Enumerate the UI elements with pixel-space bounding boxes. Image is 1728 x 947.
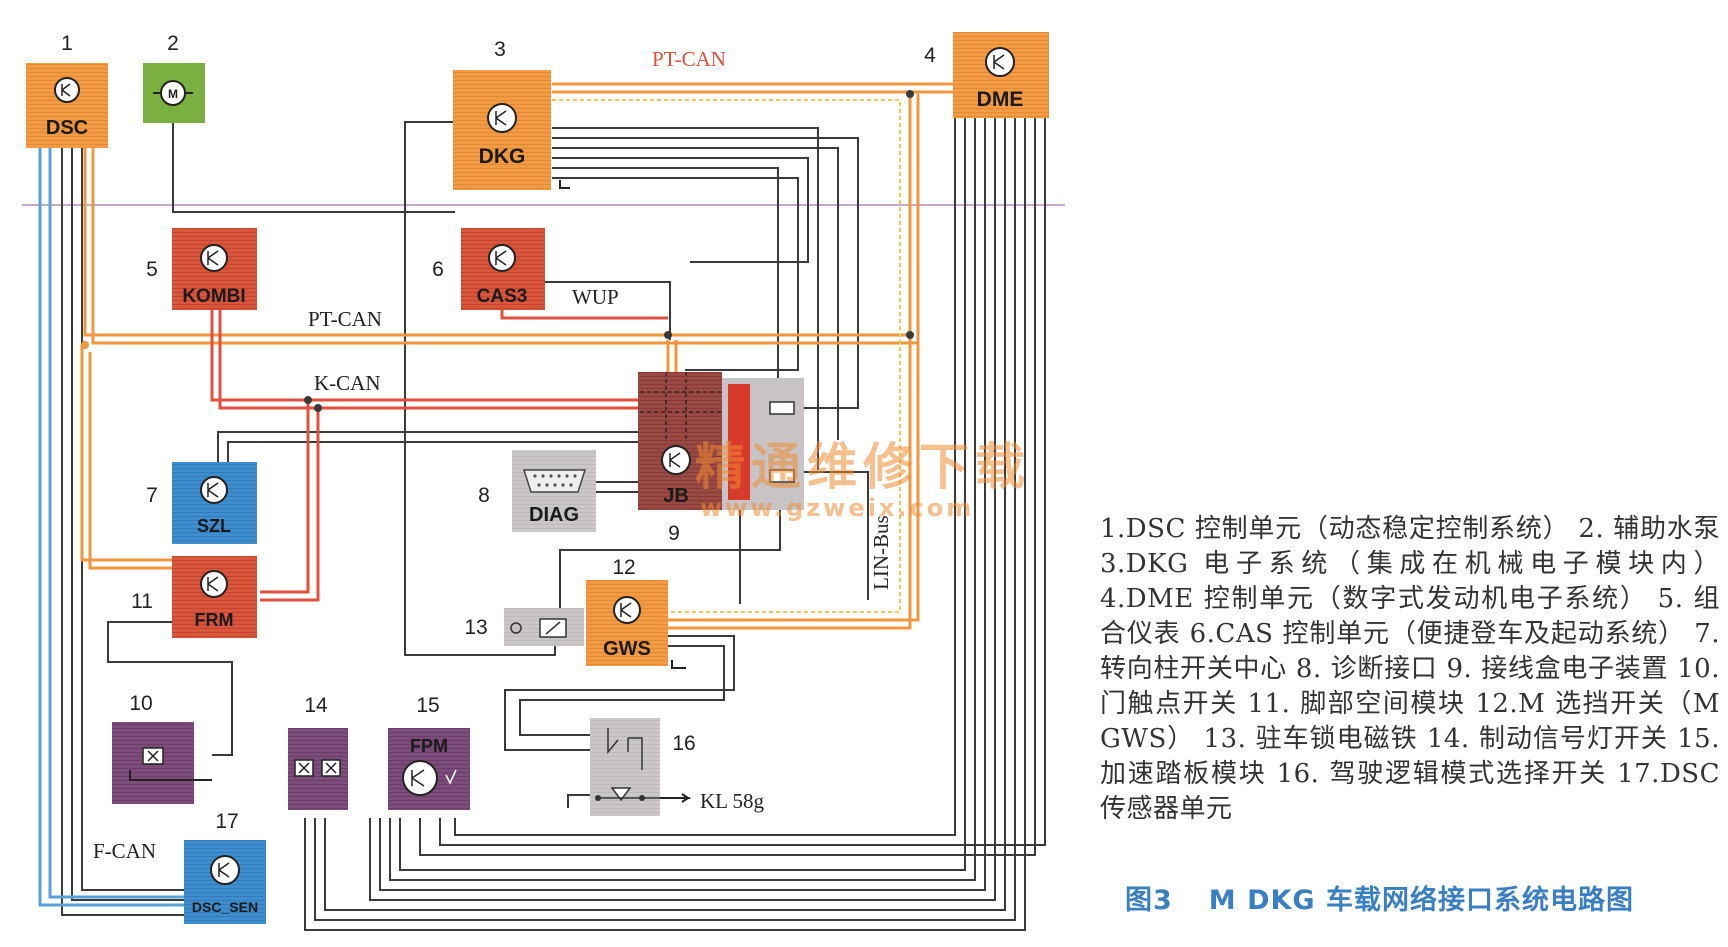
switch-icon: [607, 728, 643, 770]
fcan-label: F-CAN: [93, 839, 156, 863]
diag-number: 8: [478, 484, 490, 507]
linbus-label: LIN-Bus: [869, 515, 893, 590]
transistor-icon: [54, 77, 80, 103]
lock-number: 13: [464, 616, 487, 639]
module-brake-switch: 14: [288, 694, 348, 810]
watermark-text: 精通维修下载: [695, 438, 1031, 496]
gws-number: 12: [612, 556, 635, 579]
module-dsc: DSC 1: [26, 32, 108, 148]
module-gws: GWS 12: [586, 556, 686, 669]
k-can-wires: [210, 302, 668, 602]
module-drivelogic-switch: KL 58g 16: [590, 718, 764, 816]
dkg-number: 3: [494, 38, 506, 61]
jb-number: 9: [668, 522, 680, 545]
svg-text:M: M: [168, 87, 178, 101]
transistor-icon: [613, 596, 641, 624]
fpm-number: 15: [416, 694, 439, 717]
dkg-label: DKG: [479, 145, 526, 168]
module-kombi: KOMBI 5: [146, 228, 257, 310]
pump-number: 2: [167, 32, 179, 55]
transistor-icon: [488, 244, 516, 272]
dme-number: 4: [924, 44, 936, 67]
kombi-number: 5: [146, 258, 158, 281]
module-jb: JB 9: [638, 372, 804, 545]
transistor-icon: [985, 47, 1015, 77]
gws-label: GWS: [603, 638, 651, 660]
watermark-url: www.gzweix.com: [700, 494, 974, 522]
transistor-icon: [200, 476, 228, 504]
kcan-label: K-CAN: [314, 371, 381, 395]
dsc-number: 1: [61, 32, 73, 55]
legend-text: 1.DSC 控制单元（动态稳定控制系统） 2. 辅助水泵 3.DKG 电子系统（…: [1100, 514, 1720, 824]
frm-number: 11: [131, 590, 153, 613]
transistor-icon: [661, 445, 691, 475]
drivelogic-number: 16: [672, 732, 695, 755]
ptcan-mid-label: PT-CAN: [308, 307, 382, 331]
junction-dots: [81, 90, 914, 412]
transistor-icon: [487, 103, 517, 133]
module-dsc-sensor: DSC_SEN 17: [184, 810, 266, 924]
obd-connector-icon: [522, 469, 587, 493]
cas-number: 6: [432, 258, 444, 281]
figure-number: 图3: [1125, 885, 1173, 916]
dscsen-number: 17: [215, 810, 238, 833]
frm-label: FRM: [195, 610, 234, 630]
module-frm: FRM 11: [131, 556, 257, 638]
figure-title: M DKG 车载网络接口系统电路图: [1208, 885, 1634, 916]
door-number: 10: [129, 692, 152, 715]
module-aux-pump: M 2: [143, 32, 205, 123]
szl-number: 7: [146, 484, 158, 507]
dsc-label: DSC: [46, 117, 88, 139]
transistor-icon: [200, 570, 228, 598]
module-fpm: FPM 15: [388, 694, 470, 810]
dscsen-label: DSC_SEN: [192, 899, 258, 915]
pt-can-yellow-wires: [552, 99, 901, 613]
led-icon: [610, 787, 632, 802]
kombi-label: KOMBI: [182, 286, 245, 307]
figure-caption: 图3 M DKG 车载网络接口系统电路图: [1125, 878, 1670, 917]
kl58g-label: KL 58g: [700, 789, 764, 813]
cas-label: CAS3: [477, 286, 528, 307]
dme-label: DME: [977, 88, 1024, 111]
wup-label: WUP: [572, 285, 619, 309]
arrow-icon: [660, 793, 692, 803]
szl-label: SZL: [197, 516, 231, 536]
module-diag: DIAG 8: [478, 450, 596, 532]
transistor-icon: [210, 855, 240, 885]
module-door-contact: 10: [112, 692, 212, 804]
pt-can-wires: [80, 82, 955, 630]
solenoid-icon: [510, 622, 522, 634]
fpm-label: FPM: [410, 736, 448, 756]
ptcan-top-label: PT-CAN: [652, 47, 726, 71]
jb-label: JB: [663, 485, 689, 507]
module-park-lock: 13: [464, 608, 584, 646]
transistor-icon: [200, 244, 228, 272]
diag-label: DIAG: [529, 504, 579, 526]
signal-wires: [61, 118, 1046, 931]
transistor-icon: [402, 760, 438, 796]
module-szl: SZL 7: [146, 462, 257, 544]
module-dme: DME 4: [924, 32, 1049, 118]
f-can-wires: [38, 148, 184, 907]
module-cas: CAS3 6: [432, 228, 545, 310]
module-dkg: DKG 3: [453, 38, 570, 190]
brake-number: 14: [304, 694, 328, 717]
